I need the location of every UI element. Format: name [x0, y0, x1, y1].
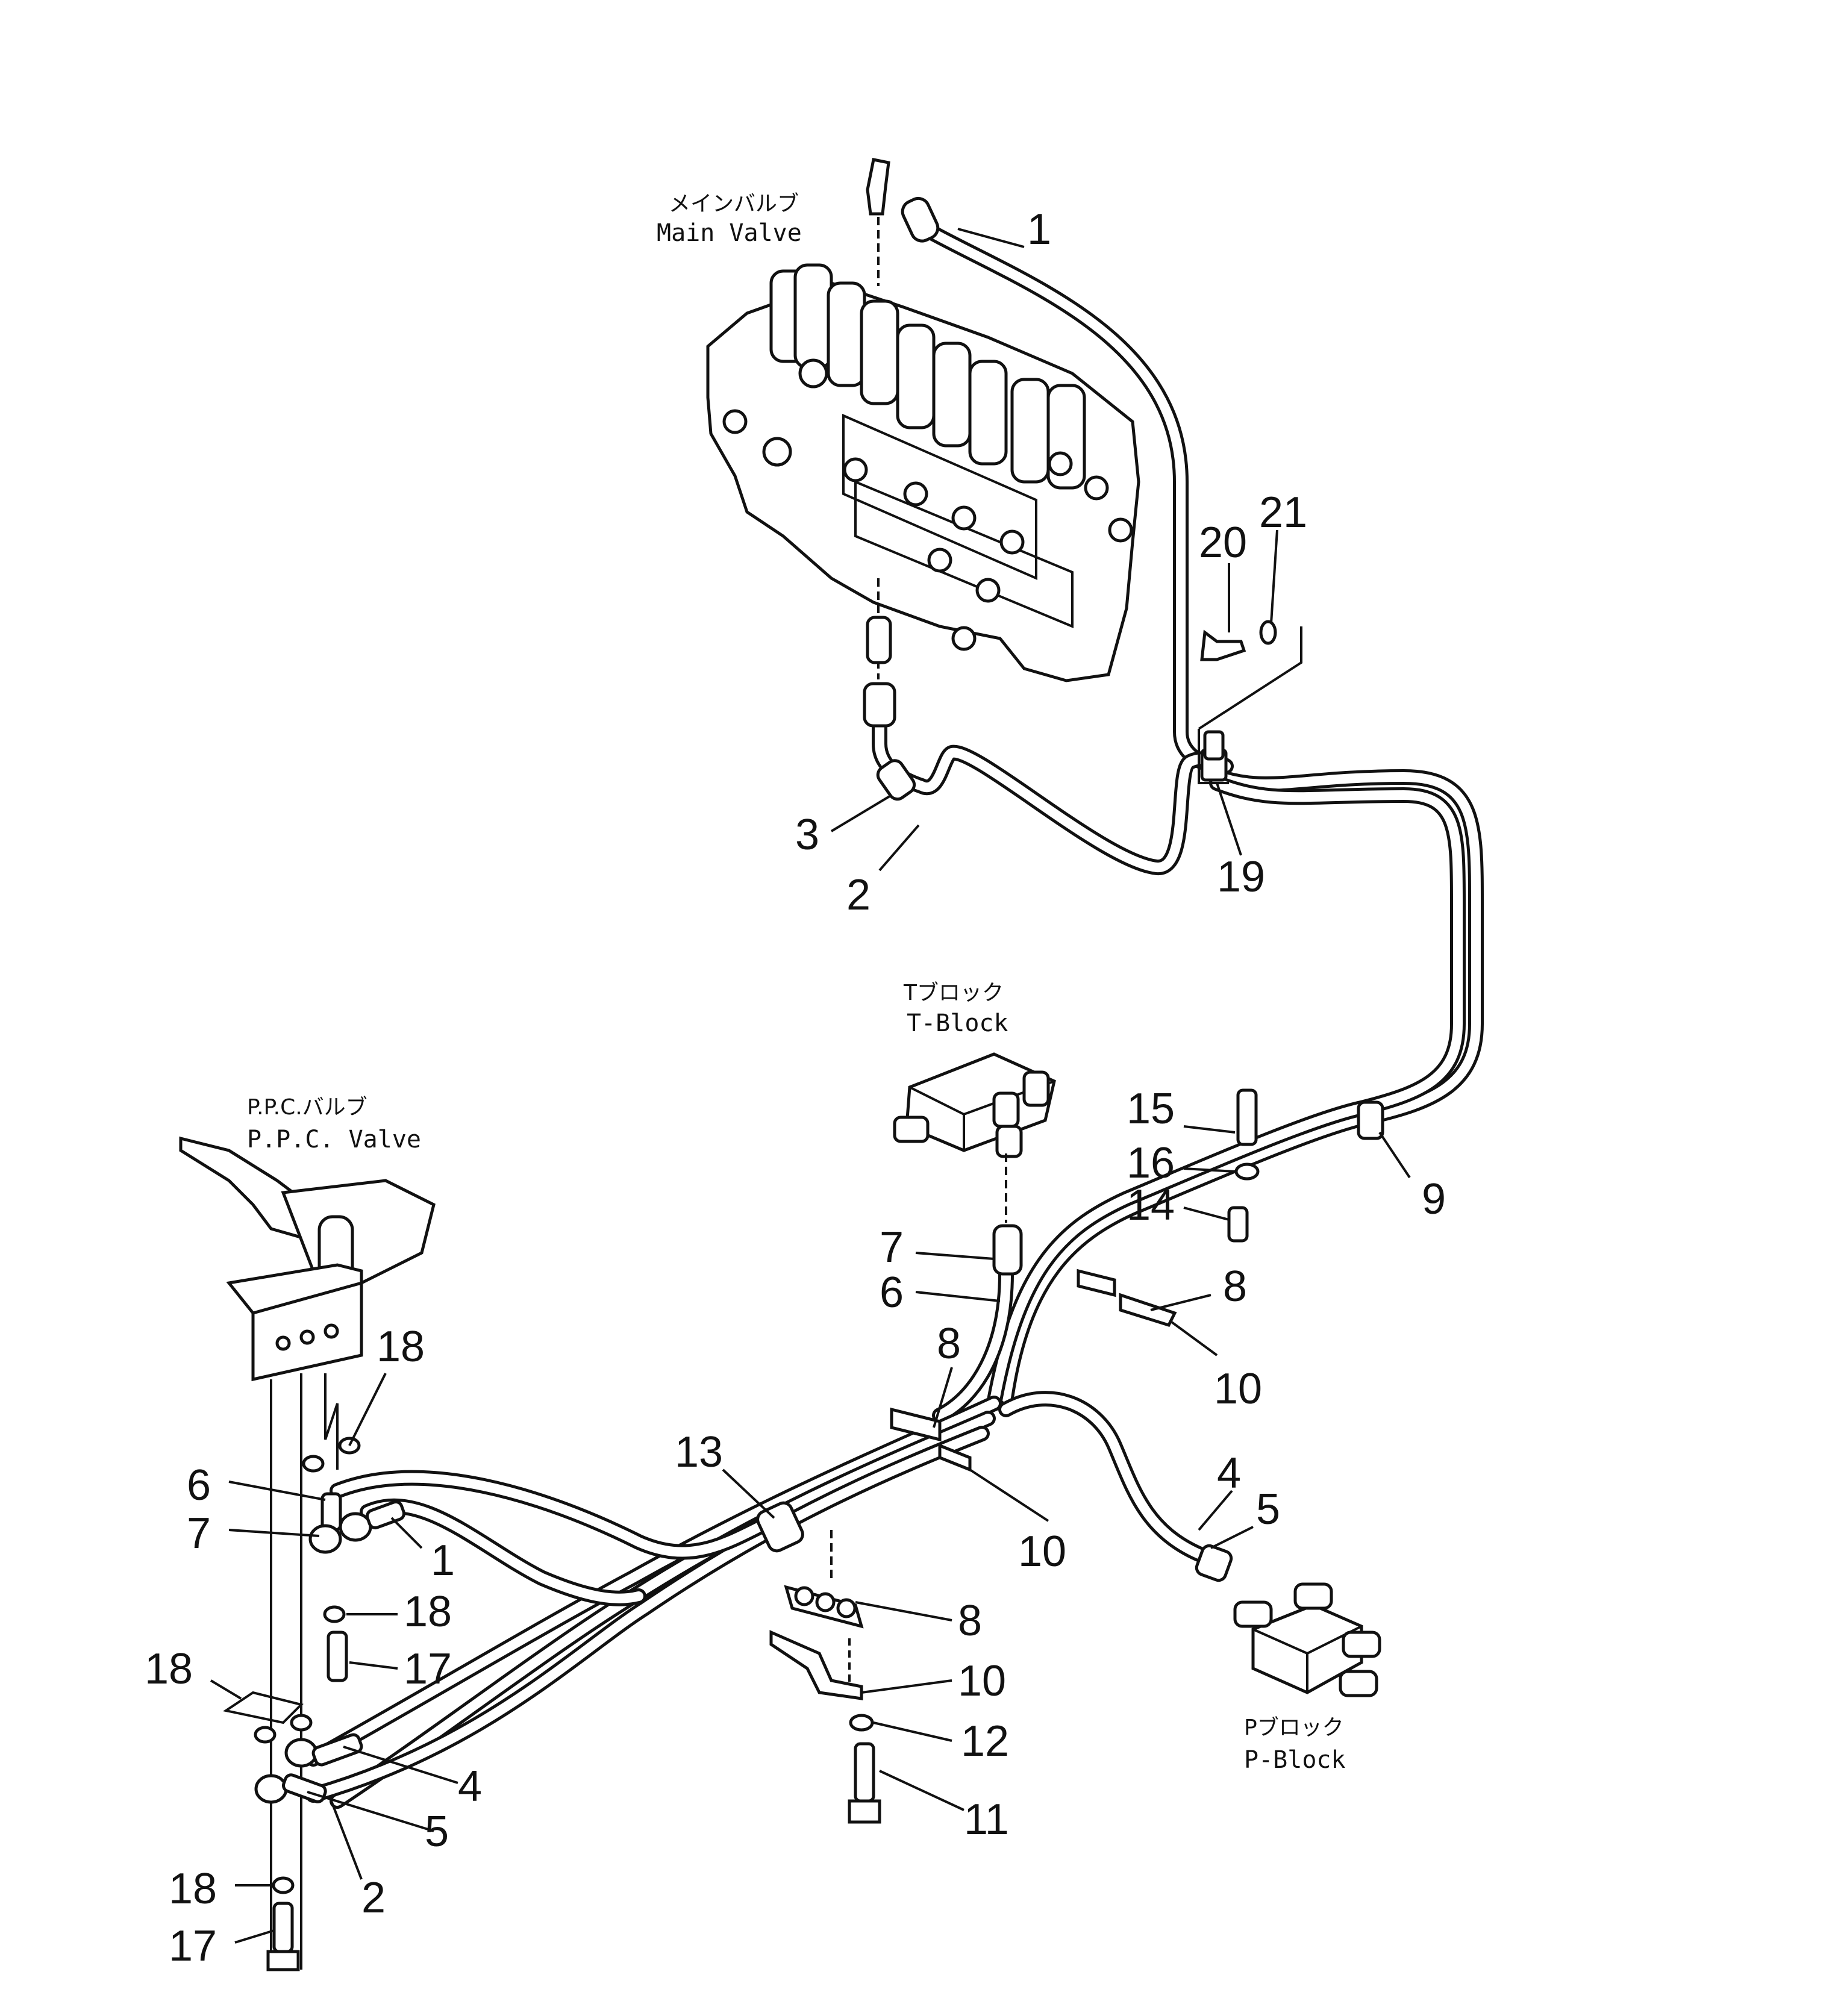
ppc-valve: [179, 1136, 436, 1970]
clamp-19-assembly: [1198, 620, 1302, 784]
callout-21: 21: [1259, 488, 1307, 537]
p-block: [1195, 1544, 1381, 1697]
callouts: 1 20 21 3 2 19 15 16 14 9 7 6 8 10 8 13 …: [145, 205, 1446, 1970]
bolt-11: [854, 1742, 875, 1803]
callout-5: 5: [1256, 1485, 1280, 1534]
callout-10: 10: [1018, 1528, 1066, 1576]
callout-4: 4: [1217, 1449, 1241, 1497]
callout-19: 19: [1217, 853, 1265, 901]
p-block-caption-jp: Pブロック: [1244, 1715, 1344, 1740]
callout-9: 9: [1422, 1175, 1446, 1223]
callout-17: 17: [169, 1922, 217, 1970]
t-block-caption-en: T-Block: [907, 1010, 1008, 1037]
ppc-fittings: [222, 1437, 406, 1971]
callout-5: 5: [425, 1808, 449, 1856]
callout-7: 7: [187, 1509, 211, 1558]
callout-1: 1: [1027, 205, 1051, 254]
washer-12: [849, 1714, 874, 1732]
callout-4: 4: [458, 1762, 482, 1811]
callout-3: 3: [795, 811, 819, 859]
callout-20: 20: [1199, 519, 1247, 567]
callout-2: 2: [846, 871, 871, 919]
callout-15: 15: [1127, 1085, 1175, 1133]
callout-7: 7: [880, 1223, 904, 1272]
main-valve-caption-jp: メインバルブ: [669, 192, 799, 216]
callout-10: 10: [958, 1657, 1006, 1705]
p-block-caption-en: P-Block: [1244, 1746, 1346, 1774]
callout-13: 13: [675, 1428, 723, 1476]
callout-18: 18: [145, 1645, 193, 1693]
ppc-valve-caption-jp: P.P.C.バルブ: [247, 1095, 367, 1120]
main-valve-caption-en: Main Valve: [657, 219, 802, 247]
ppc-valve-caption-en: P.P.C. Valve: [247, 1126, 421, 1153]
callout-8: 8: [958, 1597, 982, 1645]
callout-18: 18: [169, 1865, 217, 1913]
t-block: [893, 1052, 1056, 1276]
t-block-caption-jp: Tブロック: [903, 981, 1004, 1005]
callout-2: 2: [361, 1874, 386, 1922]
callout-14: 14: [1127, 1181, 1175, 1229]
leader-lines: [210, 228, 1411, 1944]
washer-21: [1259, 620, 1277, 645]
callout-18: 18: [377, 1323, 425, 1371]
captions: メインバルブ Main Valve Tブロック T-Block P.P.C.バル…: [247, 192, 1346, 1774]
callout-12: 12: [961, 1717, 1009, 1765]
callout-8: 8: [1223, 1262, 1247, 1311]
callout-6: 6: [880, 1269, 904, 1317]
callout-1: 1: [431, 1537, 455, 1585]
bolt-20: [1200, 629, 1246, 661]
hose-lines: [305, 224, 1484, 1809]
callout-11: 11: [964, 1796, 1009, 1844]
main-valve: [706, 158, 1140, 801]
clamps: [756, 1088, 1384, 1824]
callout-8: 8: [937, 1320, 961, 1368]
callout-18: 18: [404, 1588, 452, 1636]
washer-16: [1234, 1162, 1260, 1181]
callout-16: 16: [1127, 1139, 1175, 1187]
callout-10: 10: [1214, 1365, 1262, 1413]
bolt-15: [1236, 1088, 1258, 1146]
callout-6: 6: [187, 1461, 211, 1509]
callout-17: 17: [404, 1645, 452, 1693]
